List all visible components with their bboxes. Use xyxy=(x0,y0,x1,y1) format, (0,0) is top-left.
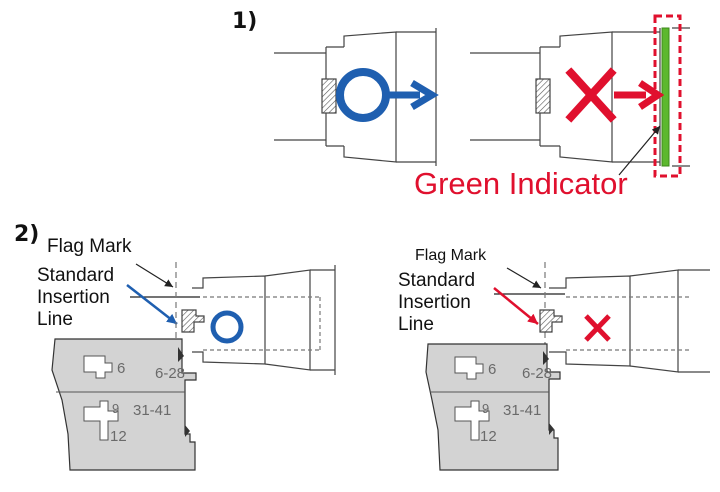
insertion-line-label-left-3: Line xyxy=(37,309,73,330)
red-arrow-left xyxy=(493,287,539,325)
circle-o-icon xyxy=(336,68,390,122)
step2-fitting-correct xyxy=(175,262,336,375)
insertion-line-label-right-3: Line xyxy=(398,314,434,335)
step2-fitting-incorrect xyxy=(539,262,710,373)
flag-mark-leader-right xyxy=(506,267,542,289)
insertion-line-label-left-1: Standard xyxy=(37,265,114,286)
step-2-number: 2) xyxy=(14,222,39,247)
flag-mark-leader-left xyxy=(135,263,174,288)
green-indicator-bar xyxy=(661,27,670,167)
range-6-28-right: 6-28 xyxy=(522,365,552,382)
blue-arrow-left xyxy=(126,284,178,325)
range-31-41-left: 31-41 xyxy=(133,402,171,419)
red-arrow-right xyxy=(614,80,665,110)
flag-mark-label-left: Flag Mark xyxy=(47,236,132,257)
range-31-41-right: 31-41 xyxy=(503,402,541,419)
blue-arrow-right xyxy=(388,79,439,111)
flag-mark-label-right: Flag Mark xyxy=(415,247,487,264)
insertion-gauge-left xyxy=(51,338,197,471)
insertion-line-label-right-2: Insertion xyxy=(398,292,471,313)
green-indicator-label: Green Indicator xyxy=(414,166,628,201)
slot-size-9-left: 9 xyxy=(112,401,119,416)
circle-o-icon xyxy=(210,310,244,344)
slot-size-12-right: 12 xyxy=(480,428,497,445)
insertion-gauge-right xyxy=(425,343,561,471)
insertion-line-label-left-2: Insertion xyxy=(37,287,110,308)
slot-size-12-left: 12 xyxy=(110,428,127,445)
cross-x-icon xyxy=(565,67,617,123)
step-1-number: 1) xyxy=(232,9,257,34)
range-6-28-left: 6-28 xyxy=(155,365,185,382)
slot-size-9-right: 9 xyxy=(482,401,489,416)
slot-size-6-left: 6 xyxy=(117,360,125,377)
slot-size-6-right: 6 xyxy=(488,361,496,378)
cross-x-icon xyxy=(584,314,611,342)
green-indicator-leader xyxy=(618,125,661,176)
insertion-line-label-right-1: Standard xyxy=(398,270,475,291)
